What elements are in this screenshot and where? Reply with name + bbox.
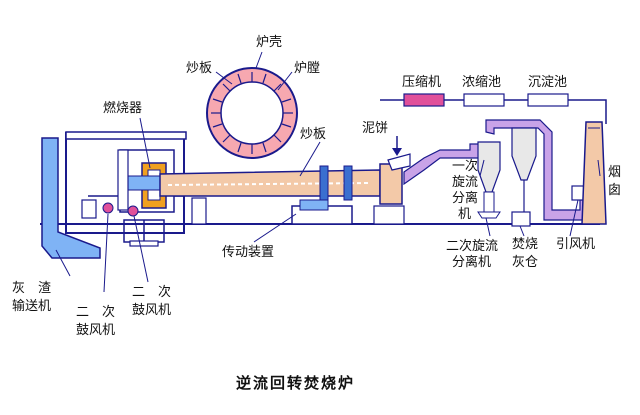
- label-stir-plate-top: 炒板: [186, 61, 212, 76]
- label-ash-silo-l1: 焚烧: [512, 237, 538, 252]
- chimney: [581, 121, 607, 225]
- cyclone-primary-base: [477, 211, 501, 219]
- frame-top-bar: [65, 131, 187, 140]
- label-furnace-chamber: 炉膛: [294, 61, 320, 76]
- compressor: [403, 93, 445, 107]
- label-drive-device: 传动装置: [222, 245, 274, 260]
- kiln-support-right: [373, 205, 405, 225]
- blower-box-a: [81, 199, 97, 219]
- label-ash-silo-l2: 灰仓: [512, 255, 538, 270]
- cyclone-secondary: [511, 127, 537, 181]
- stir-plates-ring: [211, 72, 293, 154]
- sludge-feed-arrow: [392, 148, 402, 156]
- label-chimney-2: 囱: [608, 183, 621, 198]
- label-stir-plate-main: 炒板: [300, 127, 326, 142]
- label-cyclone1-l4: 机: [458, 207, 471, 222]
- label-blower-a-l2: 鼓风机: [76, 323, 115, 338]
- label-chimney-1: 烟: [608, 165, 621, 180]
- cyclone-primary-outlet: [483, 191, 495, 213]
- label-thickener: 浓缩池: [462, 74, 501, 90]
- label-ash-conveyor-l1: 灰 渣: [12, 281, 51, 296]
- label-cyclone1-l3: 分离: [452, 190, 478, 206]
- kiln-feed-head: [379, 163, 403, 205]
- diagram-title: 逆流回转焚烧炉: [236, 374, 355, 392]
- kiln-band-2: [343, 165, 353, 201]
- feed-hopper: [387, 153, 411, 171]
- burner-duct: [125, 175, 163, 191]
- label-blower-b-l2: 鼓风机: [132, 303, 171, 318]
- settling-tank: [527, 93, 569, 107]
- label-ash-conveyor-l2: 输送机: [12, 298, 51, 314]
- label-induced-fan: 引风机: [556, 237, 595, 252]
- kiln-dash: [167, 182, 371, 186]
- label-cyclone2-l1: 二次旋流: [446, 238, 498, 254]
- ash-silo: [511, 211, 531, 227]
- ash-conveyor: [41, 137, 101, 259]
- drive-gear: [299, 199, 329, 211]
- label-blower-a-l1: 二 次: [76, 304, 115, 320]
- label-furnace-shell: 炉壳: [256, 35, 282, 50]
- water-line: [380, 99, 607, 124]
- secondary-blower-b: [127, 205, 139, 217]
- furnace-chamber-inner: [220, 81, 284, 145]
- label-blower-b-l1: 二 次: [132, 284, 171, 300]
- label-compressor: 压缩机: [402, 74, 441, 90]
- leader-lines: [55, 51, 601, 293]
- thickener: [463, 93, 505, 107]
- burner-stack: [117, 149, 129, 211]
- label-sludge-cake: 泥饼: [362, 121, 388, 136]
- label-burner: 燃烧器: [103, 100, 142, 116]
- stand-base: [129, 240, 159, 247]
- label-settling-tank: 沉淀池: [528, 75, 567, 90]
- label-cyclone1-l1: 一次: [452, 158, 478, 174]
- kiln-band-1: [319, 165, 329, 201]
- secondary-blower-a: [102, 202, 114, 214]
- label-cyclone2-l2: 分离机: [452, 254, 491, 270]
- cyclone-primary: [477, 141, 501, 193]
- label-cyclone1-l2: 旋流: [452, 175, 478, 190]
- kiln-support-left: [191, 197, 207, 225]
